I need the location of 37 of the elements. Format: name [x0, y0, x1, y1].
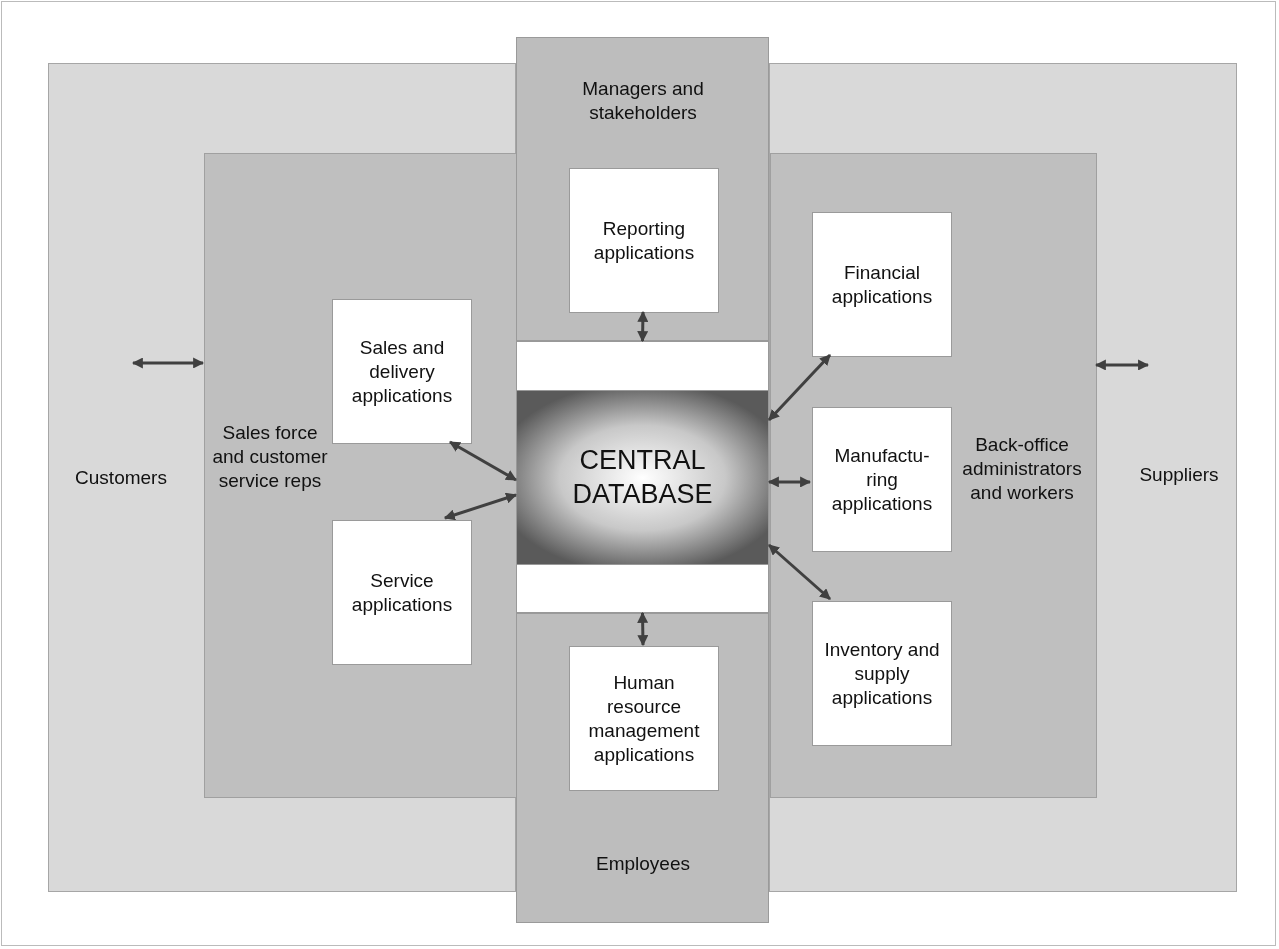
double-arrow [1094, 359, 1150, 371]
group-label: Suppliers [1138, 463, 1220, 487]
outer-panel [48, 63, 516, 892]
application-label: Manufactu- ring applications [830, 443, 934, 516]
application-label: Financial applications [830, 260, 934, 309]
double-arrow [637, 310, 649, 343]
group-label: Sales force and customer service reps [211, 421, 329, 493]
inner-panel [204, 153, 517, 798]
application-box [569, 168, 719, 313]
application-label: Inventory and supply applications [823, 637, 941, 710]
group-label: Back-office administrators and workers [961, 433, 1083, 505]
group-label: Employees [595, 852, 691, 876]
column-panel [516, 613, 769, 923]
outer-panel [769, 63, 1237, 892]
double-arrow [449, 440, 517, 482]
application-box [569, 646, 719, 791]
double-arrow [768, 543, 831, 601]
double-arrow [637, 611, 649, 647]
application-box [332, 520, 472, 665]
application-label: Service applications [350, 568, 454, 617]
application-label: Reporting applications [592, 216, 696, 265]
column-panel [516, 37, 769, 341]
group-label: Customers [74, 466, 168, 490]
double-arrow [767, 353, 832, 421]
application-box [812, 212, 952, 357]
inner-panel [770, 153, 1097, 798]
double-arrow [767, 476, 812, 488]
database-box [516, 341, 769, 613]
double-arrow [131, 357, 205, 369]
application-box [812, 407, 952, 552]
application-label: Sales and delivery applications [350, 335, 454, 408]
group-label: Managers and stakeholders [581, 77, 705, 125]
application-box [332, 299, 472, 444]
double-arrow [443, 492, 518, 521]
database-label: CENTRAL DATABASE [571, 444, 714, 511]
application-box [812, 601, 952, 746]
application-label: Human resource management applications [587, 670, 701, 767]
